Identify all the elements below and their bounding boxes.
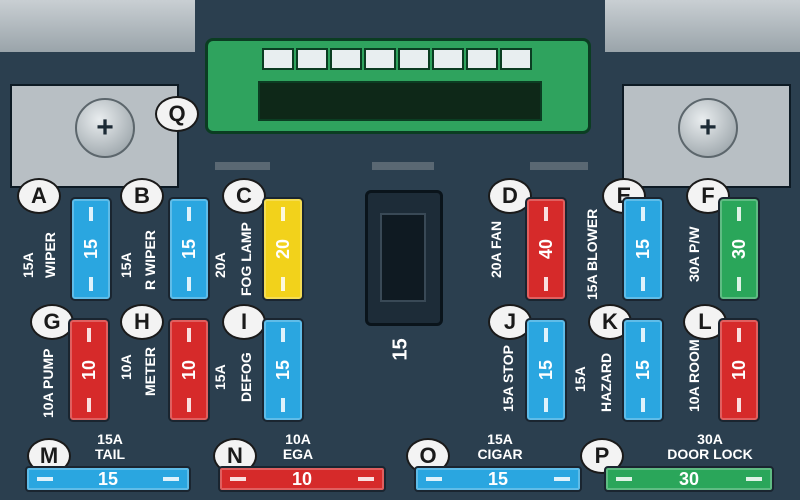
empty-slot-marker	[372, 162, 434, 170]
fuse-l-rating: 10A	[686, 386, 702, 412]
fuse-p-door-lock[interactable]: 30	[604, 466, 774, 492]
fuse-label-h: H	[120, 304, 164, 340]
fuse-n-value: 10	[291, 468, 313, 489]
fuse-l-room[interactable]: 10	[718, 318, 760, 422]
fuse-m-name: TAIL	[94, 446, 126, 462]
connector-pin	[398, 48, 430, 70]
fuse-k-hazard[interactable]: 15	[622, 318, 664, 422]
fuse-h-meter[interactable]: 10	[168, 318, 210, 422]
fuse-o-value: 15	[487, 468, 509, 489]
fuse-g-pump[interactable]: 10	[68, 318, 110, 422]
fuse-label-c: C	[222, 178, 266, 214]
fuse-j-stop[interactable]: 15	[525, 318, 567, 422]
fuse-label-b: B	[120, 178, 164, 214]
fuse-c-fog-lamp[interactable]: 20	[262, 197, 304, 301]
fuse-h-rating: 10A	[118, 354, 134, 380]
housing-top-left	[0, 0, 195, 52]
connector-pin	[466, 48, 498, 70]
relay-slot-cavity	[380, 213, 426, 302]
housing-top-right	[605, 0, 800, 52]
fuse-n-rating: 10A	[285, 431, 311, 447]
fuse-o-cigar[interactable]: 15	[414, 466, 582, 492]
connector-pin	[296, 48, 328, 70]
fuse-k-rating: 15A	[572, 366, 588, 392]
fuse-e-value: 15	[632, 238, 653, 260]
fuse-c-rating: 20A	[212, 252, 228, 278]
fuse-e-blower[interactable]: 15	[622, 197, 664, 301]
fuse-n-name: EGA	[282, 446, 314, 462]
fuse-i-defog[interactable]: 15	[262, 318, 304, 422]
fuse-a-rating: 15A	[20, 252, 36, 278]
connector-pin	[364, 48, 396, 70]
fuse-m-tail[interactable]: 15	[25, 466, 191, 492]
fuse-l-value: 10	[728, 359, 749, 381]
fuse-n-ega[interactable]: 10	[218, 466, 386, 492]
fuse-i-rating: 15A	[212, 364, 228, 390]
empty-slot-marker	[215, 162, 270, 170]
fuse-d-fan[interactable]: 40	[525, 197, 567, 301]
fuse-f-value: 30	[728, 238, 749, 260]
fuse-label-p: P	[580, 438, 624, 474]
fuse-p-value: 30	[678, 468, 700, 489]
fuse-label-d: D	[488, 178, 532, 214]
connector-pin	[432, 48, 464, 70]
connector-pin	[330, 48, 362, 70]
fuse-b-rating: 15A	[118, 252, 134, 278]
fuse-e-rating: 15A	[584, 274, 600, 300]
connector-socket	[258, 81, 542, 121]
fuse-p-name: DOOR LOCK	[667, 446, 753, 462]
fuse-c-value: 20	[272, 238, 293, 260]
fuse-label-j: J	[488, 304, 532, 340]
fuse-m-value: 15	[97, 468, 119, 489]
fuse-m-rating: 15A	[97, 431, 123, 447]
fuse-o-rating: 15A	[487, 431, 513, 447]
relay-slot	[365, 190, 443, 326]
fuse-p-rating: 30A	[697, 431, 723, 447]
fuse-g-rating: 10A	[40, 392, 56, 418]
connector-label-q: Q	[155, 96, 199, 132]
empty-slot-marker	[530, 162, 588, 170]
left-screw-icon: +	[75, 98, 135, 158]
fuse-label-a: A	[17, 178, 61, 214]
center-slot-label: 15	[389, 338, 412, 361]
fuse-a-wiper[interactable]: 15	[70, 197, 112, 301]
connector-pin	[500, 48, 532, 70]
left-mounting-bracket	[10, 84, 179, 188]
fuse-d-value: 40	[535, 238, 556, 260]
fuse-b-r-wiper[interactable]: 15	[168, 197, 210, 301]
right-screw-icon: +	[678, 98, 738, 158]
fuse-label-f: F	[686, 178, 730, 214]
fuse-label-i: I	[222, 304, 266, 340]
fuse-o-name: CIGAR	[477, 446, 523, 462]
fuse-k-value: 15	[632, 359, 653, 381]
connector-pin	[262, 48, 294, 70]
fuse-j-rating: 15A	[500, 386, 516, 412]
fuse-i-value: 15	[272, 359, 293, 381]
fuse-f-power-window[interactable]: 30	[718, 197, 760, 301]
